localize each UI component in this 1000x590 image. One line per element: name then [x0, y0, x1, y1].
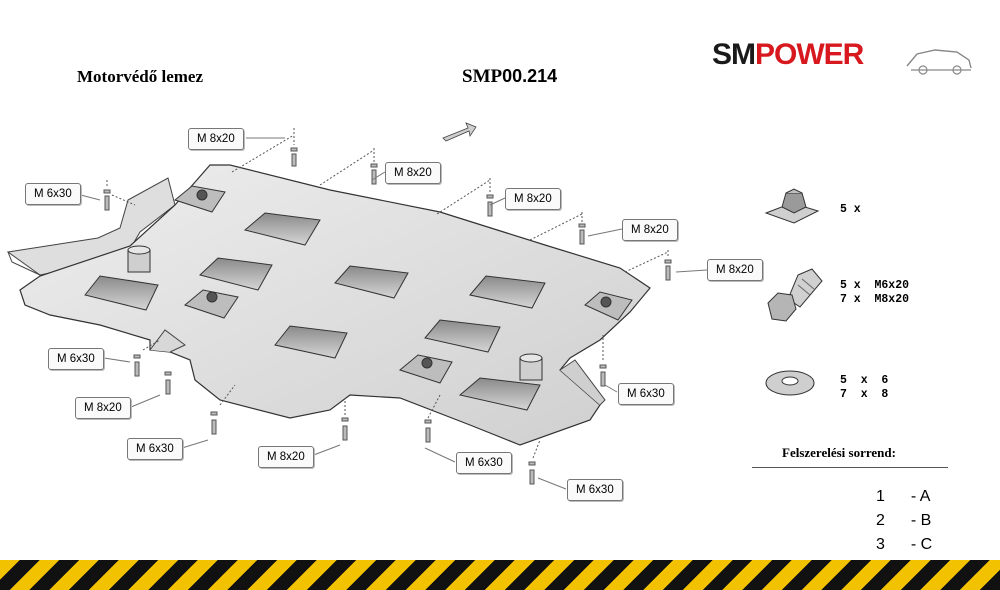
order-letter: - B	[910, 512, 932, 529]
hazard-stripe	[0, 560, 1000, 590]
logo-sm: SM	[712, 38, 756, 71]
order-letter: - C	[910, 536, 933, 553]
callout-m8x20-6: M 8x20	[75, 397, 131, 419]
order-num: 2	[876, 512, 885, 529]
car-silhouette-icon	[906, 49, 972, 75]
callout-m8x20-5: M 8x20	[707, 259, 763, 281]
washer-icon	[765, 370, 815, 396]
skid-plate-diagram	[6, 122, 708, 490]
logo-power: POWER	[755, 38, 864, 71]
callout-m8x20-3: M 8x20	[505, 188, 561, 210]
callout-m8x20-7: M 8x20	[258, 446, 314, 468]
legend-washer-qty: 5 x 6 7 x 8	[840, 374, 889, 401]
page-title: Motorvédő lemez	[77, 67, 204, 86]
legend-nut-qty: 5 x	[840, 203, 861, 216]
plate-recesses	[84, 212, 546, 411]
mount-pads	[173, 185, 633, 384]
callout-m8x20-2: M 8x20	[385, 162, 441, 184]
main-plate	[19, 164, 651, 446]
callout-m8x20-1: M 8x20	[188, 128, 244, 150]
hardware-legend-icons	[764, 188, 823, 396]
callout-m6x30-5: M 6x30	[456, 452, 512, 474]
order-num: 1	[876, 488, 885, 505]
front-arrow-icon	[442, 122, 477, 142]
callout-m6x30-6: M 6x30	[567, 479, 623, 501]
order-row-1: 1 - A	[876, 488, 930, 506]
order-heading: Felszerelési sorrend:	[782, 445, 896, 460]
order-letter: - A	[910, 488, 931, 505]
order-row-3: 3 - C	[876, 536, 932, 554]
clip-nut-icon	[764, 188, 820, 224]
order-divider	[752, 467, 948, 468]
hex-bolt-icon	[767, 268, 823, 322]
part-code-number: 00.214	[502, 66, 558, 86]
order-row-2: 2 - B	[876, 512, 931, 530]
order-num: 3	[876, 536, 885, 553]
callout-m6x30-3: M 6x30	[127, 438, 183, 460]
legend-bolt-qty: 5 x M6x20 7 x M8x20	[840, 279, 910, 306]
callout-pointers	[72, 137, 708, 490]
callout-m6x30-2: M 6x30	[48, 348, 104, 370]
rubber-bushings	[127, 245, 543, 381]
callout-m6x30-4: M 6x30	[618, 383, 674, 405]
fastener-bolts	[103, 128, 672, 485]
part-code-prefix: SMP	[462, 66, 503, 87]
callout-m6x30-1: M 6x30	[25, 183, 81, 205]
part-code: SMP00.214	[462, 66, 557, 88]
smpower-logo: SMPOWER	[712, 38, 864, 72]
callout-m8x20-4: M 8x20	[622, 219, 678, 241]
